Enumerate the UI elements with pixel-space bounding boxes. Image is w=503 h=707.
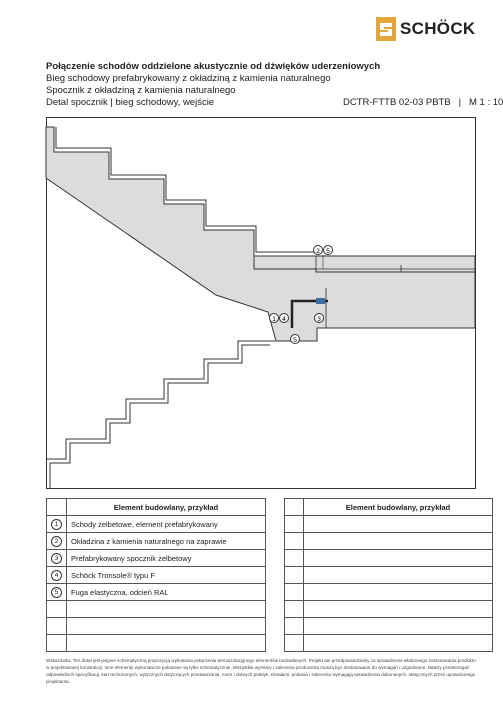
- title-block: Połączenie schodów oddzielone akustyczni…: [46, 61, 476, 109]
- table-row: 3 Prefabrykowany spocznik żelbetowy: [46, 549, 493, 567]
- stone-cladding: [55, 127, 316, 253]
- callout-3: 3: [314, 313, 324, 323]
- callout-label: 4: [282, 316, 286, 323]
- row-text: Prefabrykowany spocznik żelbetowy: [66, 549, 266, 567]
- legend-header-right: Element budowlany, przykład: [303, 498, 493, 516]
- stair-detail-drawing: 2 5 1 4 3 5: [45, 117, 476, 489]
- row-text: Fuga elastyczna, odcień RAL: [66, 583, 266, 601]
- schock-logo-icon: [376, 17, 396, 41]
- legend-header-left: Element budowlany, przykład: [66, 498, 266, 516]
- brand-name: SCHÖCK: [400, 19, 476, 38]
- callout-1-4: 1 4: [269, 313, 289, 323]
- callout-label: 5: [293, 337, 297, 344]
- callout-label: 1: [272, 316, 276, 323]
- callout-label: 5: [326, 248, 330, 255]
- subtitle-1: Bieg schodowy prefabrykowany z okładziną…: [46, 73, 331, 84]
- row-number: 2: [51, 535, 62, 547]
- table-row: [46, 634, 493, 652]
- disclaimer-text: Wskazówka: Ten detal jest jedynie schema…: [46, 658, 476, 684]
- subtitle-2: Spocznik z okładziną z kamienia naturaln…: [46, 85, 236, 96]
- drawing-code: DCTR-FTTB 02-03 PBTB | M 1 : 10: [343, 97, 503, 108]
- table-row: 1 Schody żelbetowe, element prefabrykowa…: [46, 515, 493, 533]
- lower-stair-outline: [46, 340, 275, 460]
- callout-label: 3: [317, 316, 321, 323]
- callout-5-bottom: 5: [290, 334, 300, 344]
- legend-table: Element budowlany, przykład Element budo…: [46, 498, 493, 652]
- subtitle-3: Detal spocznik | bieg schodowy, wejście: [46, 97, 215, 108]
- table-row: [46, 617, 493, 635]
- row-number: 3: [51, 552, 62, 564]
- table-row: 5 Fuga elastyczna, odcień RAL: [46, 583, 493, 601]
- callout-label: 2: [316, 248, 320, 255]
- table-row: [46, 600, 493, 618]
- row-number: 1: [51, 518, 62, 530]
- callout-2-5: 2 5: [313, 245, 333, 269]
- drawing-title: Połączenie schodów oddzielone akustyczni…: [46, 61, 381, 72]
- row-text: Okładzina z kamienia naturalnego na zapr…: [66, 532, 266, 550]
- row-text: Schody żelbetowe, element prefabrykowany: [66, 515, 266, 533]
- table-row: 2 Okładzina z kamienia naturalnego na za…: [46, 532, 493, 550]
- table-row: 4 Schöck Tronsole® typu F: [46, 566, 493, 584]
- row-text: Schöck Tronsole® typu F: [66, 566, 266, 584]
- row-number: 5: [51, 586, 62, 598]
- row-number: 4: [51, 569, 62, 581]
- brand-logo: SCHÖCK: [376, 17, 475, 41]
